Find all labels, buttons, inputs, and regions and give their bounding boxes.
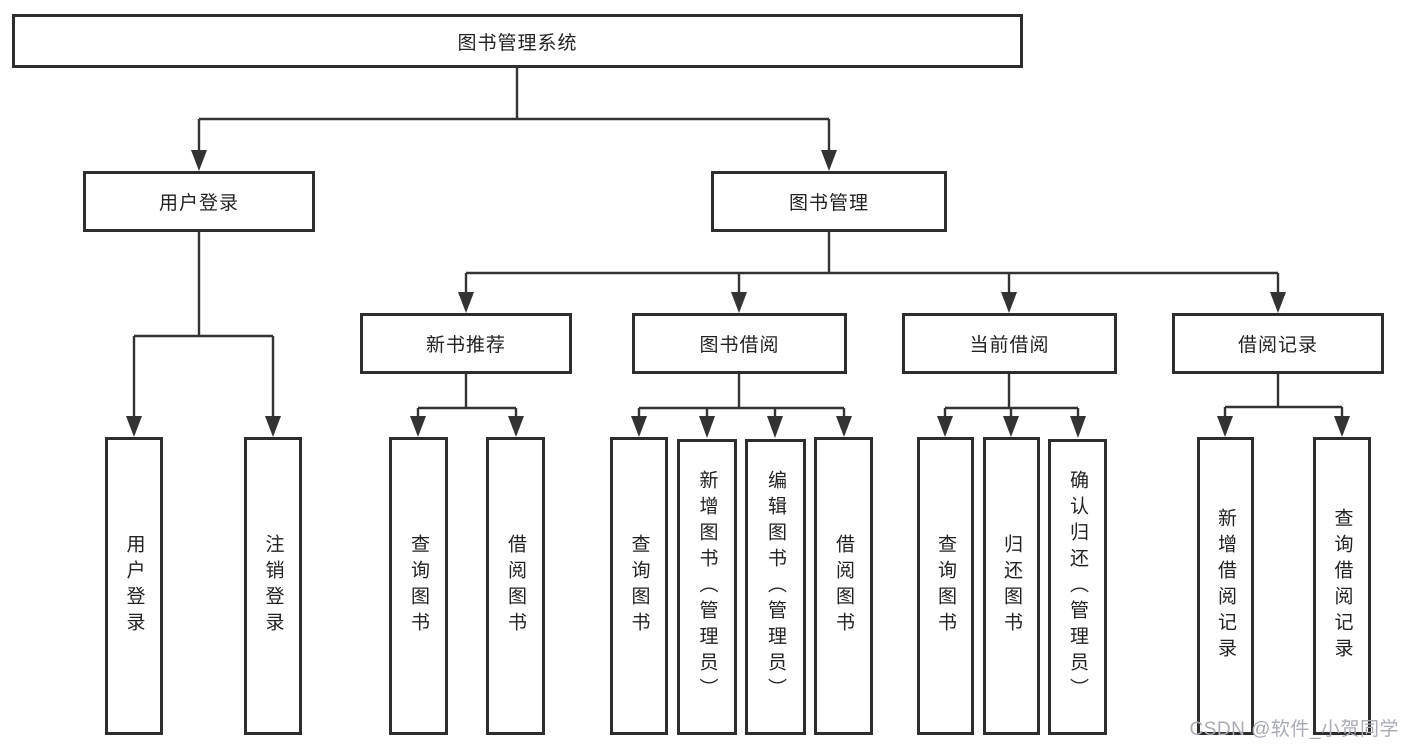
leaf-query-books-current: 查询图书 <box>917 437 974 735</box>
leaf-query-books-borrow: 查询图书 <box>610 437 668 735</box>
leaf-add-borrow-record: 新增借阅记录 <box>1197 437 1254 735</box>
arrowhead-icon <box>458 292 474 313</box>
node-borrow-records-label: 借阅记录 <box>1237 335 1318 356</box>
arrowhead-icon <box>410 416 426 437</box>
leaf-add-borrow-record-label: 新增借阅记录 <box>1215 508 1236 664</box>
arrowhead-icon <box>1070 416 1086 438</box>
leaf-borrow-books-recommend: 借阅图书 <box>486 437 545 735</box>
connector-book-borrow <box>637 374 846 424</box>
arrowhead-icon <box>821 150 837 171</box>
node-new-book-recommend-label: 新书推荐 <box>425 335 506 356</box>
arrowhead-icon <box>1270 292 1286 313</box>
leaf-user-login: 用户登录 <box>105 437 163 735</box>
leaf-user-login-label: 用户登录 <box>123 534 145 638</box>
arrowhead-icon <box>508 416 524 437</box>
leaf-confirm-return-admin-label: 确认归还（管理员） <box>1067 470 1088 704</box>
connector-borrow-records <box>1223 374 1344 424</box>
leaf-query-books-current-label: 查询图书 <box>935 534 956 638</box>
node-book-management: 图书管理 <box>711 171 947 232</box>
connector-user-login <box>132 232 275 424</box>
arrowhead-icon <box>1334 416 1350 437</box>
leaf-confirm-return-admin: 确认归还（管理员） <box>1048 439 1107 735</box>
arrowhead-icon <box>631 416 647 437</box>
node-library-system-label: 图书管理系统 <box>457 32 578 54</box>
arrowhead-icon <box>836 416 852 437</box>
arrowhead-icon <box>1217 416 1233 437</box>
connector-root <box>197 68 831 158</box>
leaf-edit-books-admin-label: 编辑图书（管理员） <box>765 470 786 704</box>
arrowhead-icon <box>191 150 207 171</box>
arrowhead-icon <box>699 416 715 438</box>
node-library-system: 图书管理系统 <box>12 14 1023 68</box>
node-user-login-label: 用户登录 <box>158 193 239 214</box>
arrowhead-icon <box>265 416 281 437</box>
node-current-borrow-label: 当前借阅 <box>969 335 1050 356</box>
node-book-borrow: 图书借阅 <box>632 313 847 374</box>
leaf-borrow-books-label: 借阅图书 <box>833 534 854 638</box>
leaf-return-books-label: 归还图书 <box>1001 534 1022 638</box>
leaf-edit-books-admin: 编辑图书（管理员） <box>745 439 806 735</box>
leaf-logout: 注销登录 <box>244 437 302 735</box>
leaf-query-borrow-record-label: 查询借阅记录 <box>1331 508 1353 664</box>
leaf-return-books: 归还图书 <box>983 437 1040 735</box>
node-book-borrow-label: 图书借阅 <box>699 335 780 356</box>
arrowhead-icon <box>937 416 953 437</box>
node-borrow-records: 借阅记录 <box>1172 313 1384 374</box>
connector-book-management <box>464 232 1280 300</box>
leaf-query-borrow-record: 查询借阅记录 <box>1313 437 1371 735</box>
csdn-watermark: CSDN @软件_小贺同学 <box>1189 719 1399 740</box>
node-book-management-label: 图书管理 <box>788 193 869 214</box>
connector-new-book-recommend <box>416 374 518 424</box>
node-current-borrow: 当前借阅 <box>902 313 1117 374</box>
arrowhead-icon <box>1001 292 1017 313</box>
leaf-add-books-admin-label: 新增图书（管理员） <box>696 470 718 704</box>
leaf-query-books-borrow-label: 查询图书 <box>628 534 650 638</box>
arrowhead-icon <box>731 292 747 313</box>
arrowhead-icon <box>1003 416 1019 437</box>
node-new-book-recommend: 新书推荐 <box>360 313 572 374</box>
leaf-add-books-admin: 新增图书（管理员） <box>677 439 737 735</box>
leaf-query-books-recommend-label: 查询图书 <box>408 534 429 638</box>
leaf-borrow-books-recommend-label: 借阅图书 <box>505 534 526 638</box>
arrowhead-icon <box>767 416 783 438</box>
node-user-login: 用户登录 <box>83 171 315 232</box>
leaf-logout-label: 注销登录 <box>262 534 284 638</box>
arrowhead-icon <box>126 416 142 437</box>
leaf-query-books-recommend: 查询图书 <box>389 437 448 735</box>
leaf-borrow-books: 借阅图书 <box>814 437 873 735</box>
